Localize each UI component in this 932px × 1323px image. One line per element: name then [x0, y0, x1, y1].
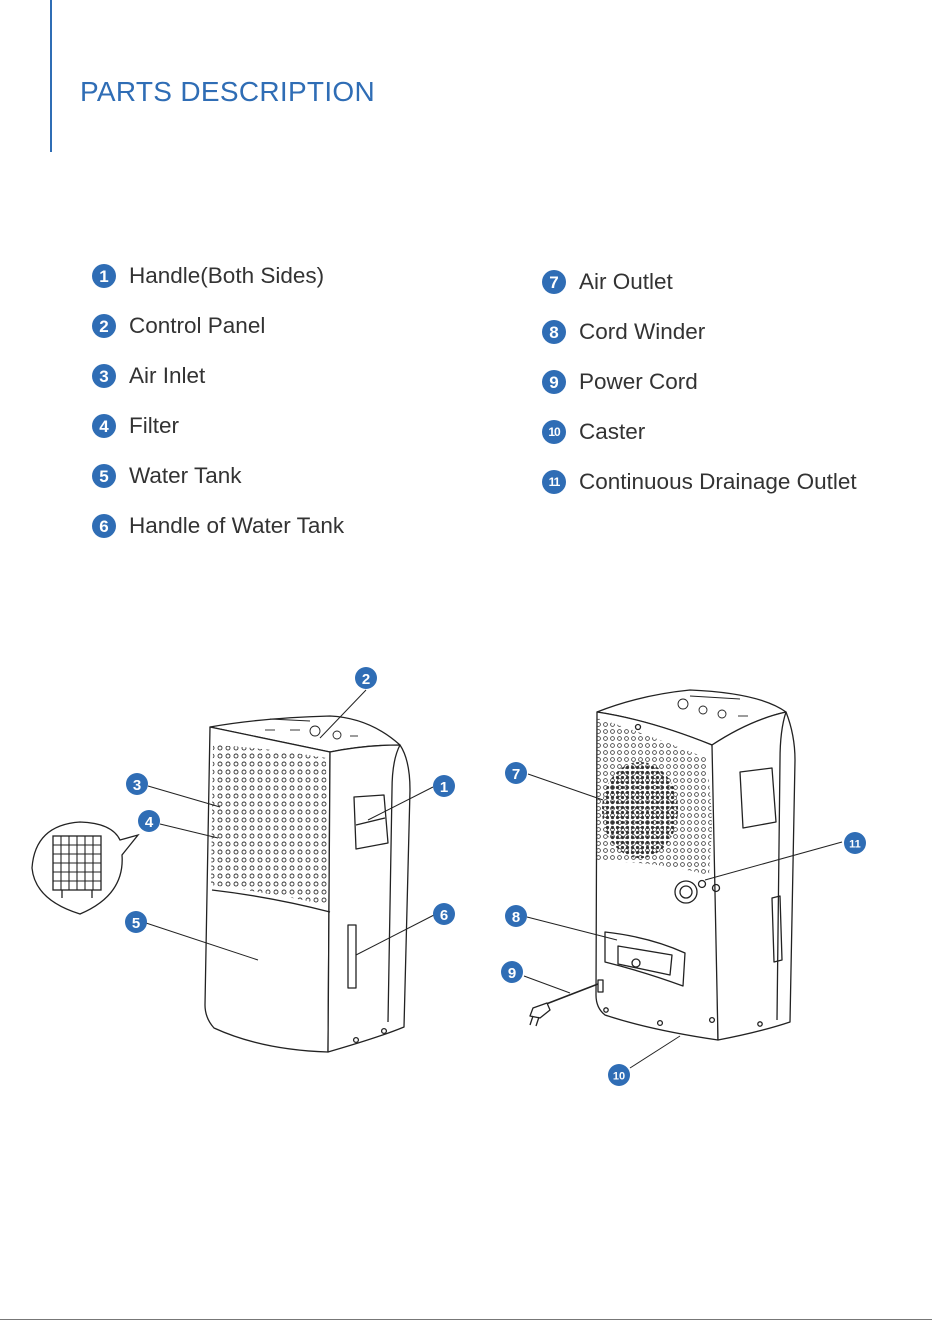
- svg-text:7: 7: [512, 766, 520, 783]
- svg-text:2: 2: [362, 671, 370, 688]
- filter-inset-illustration: [32, 822, 138, 914]
- fan-area: [602, 762, 678, 858]
- callout-4: 4: [138, 810, 160, 832]
- svg-text:10: 10: [613, 1071, 625, 1083]
- callout-7: 7: [505, 762, 527, 784]
- bottom-rule: [0, 1319, 932, 1320]
- svg-text:5: 5: [132, 915, 140, 932]
- front-grille: [205, 740, 330, 910]
- callout-9: 9: [501, 961, 523, 983]
- svg-text:1: 1: [440, 779, 448, 796]
- svg-text:8: 8: [512, 909, 520, 926]
- callout-1: 1: [433, 775, 455, 797]
- callout-11: 11: [844, 832, 866, 854]
- svg-text:9: 9: [508, 965, 516, 982]
- callout-10: 10: [608, 1064, 630, 1086]
- svg-text:11: 11: [849, 839, 861, 851]
- svg-text:6: 6: [440, 907, 448, 924]
- svg-text:3: 3: [133, 777, 141, 794]
- callout-5: 5: [125, 911, 147, 933]
- svg-text:4: 4: [145, 814, 154, 831]
- callout-8: 8: [505, 905, 527, 927]
- callout-3: 3: [126, 773, 148, 795]
- callout-2: 2: [355, 667, 377, 689]
- callout-6: 6: [433, 903, 455, 925]
